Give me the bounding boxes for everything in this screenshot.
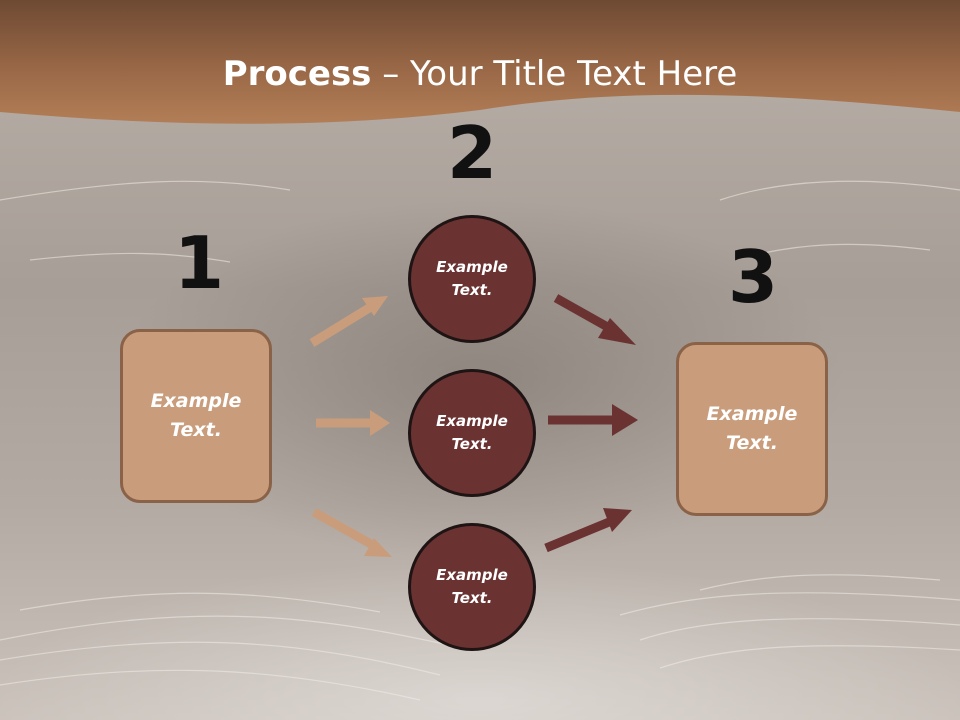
circle-bottom-line1: Example	[436, 566, 508, 584]
circle-top-line1: Example	[436, 258, 508, 276]
arrow-to-circle-top	[309, 301, 379, 347]
circle-bottom-line2: Text.	[451, 589, 493, 607]
arrows-from-step-one	[309, 301, 383, 552]
slide-title: Process – Your Title Text Here	[0, 52, 960, 96]
step-three-text-line2: Text.	[726, 432, 778, 454]
header-band	[0, 0, 960, 124]
step-number-two: 2	[446, 111, 498, 195]
circle-bottom[interactable]: Example Text.	[408, 523, 536, 651]
circle-top[interactable]: Example Text.	[408, 215, 536, 343]
step-three-box[interactable]: Example Text.	[676, 342, 828, 516]
arrow-head	[364, 538, 392, 557]
circle-middle[interactable]: Example Text.	[408, 369, 536, 497]
arrow-head	[370, 410, 390, 436]
title-bold: Process	[222, 54, 372, 94]
title-rest: – Your Title Text Here	[371, 54, 738, 94]
circle-middle-line1: Example	[436, 412, 508, 430]
step-number-three: 3	[727, 235, 779, 319]
step-one-text-line2: Text.	[170, 419, 222, 441]
circle-top-line2: Text.	[451, 281, 493, 299]
circle-middle-line2: Text.	[451, 435, 493, 453]
arrow-head	[362, 296, 388, 316]
step-one-text-line1: Example	[150, 390, 242, 412]
arrow-to-circle-bottom	[311, 508, 383, 552]
fur-streaks	[0, 180, 960, 701]
arrow-from-circle-bottom	[544, 515, 616, 553]
arrow-head	[603, 508, 632, 532]
arrow-head	[612, 404, 638, 436]
step-three-text-line1: Example	[706, 403, 798, 425]
arrow-head	[598, 318, 636, 345]
step-number-one: 1	[173, 221, 225, 305]
step-one-box[interactable]: Example Text.	[120, 329, 272, 503]
